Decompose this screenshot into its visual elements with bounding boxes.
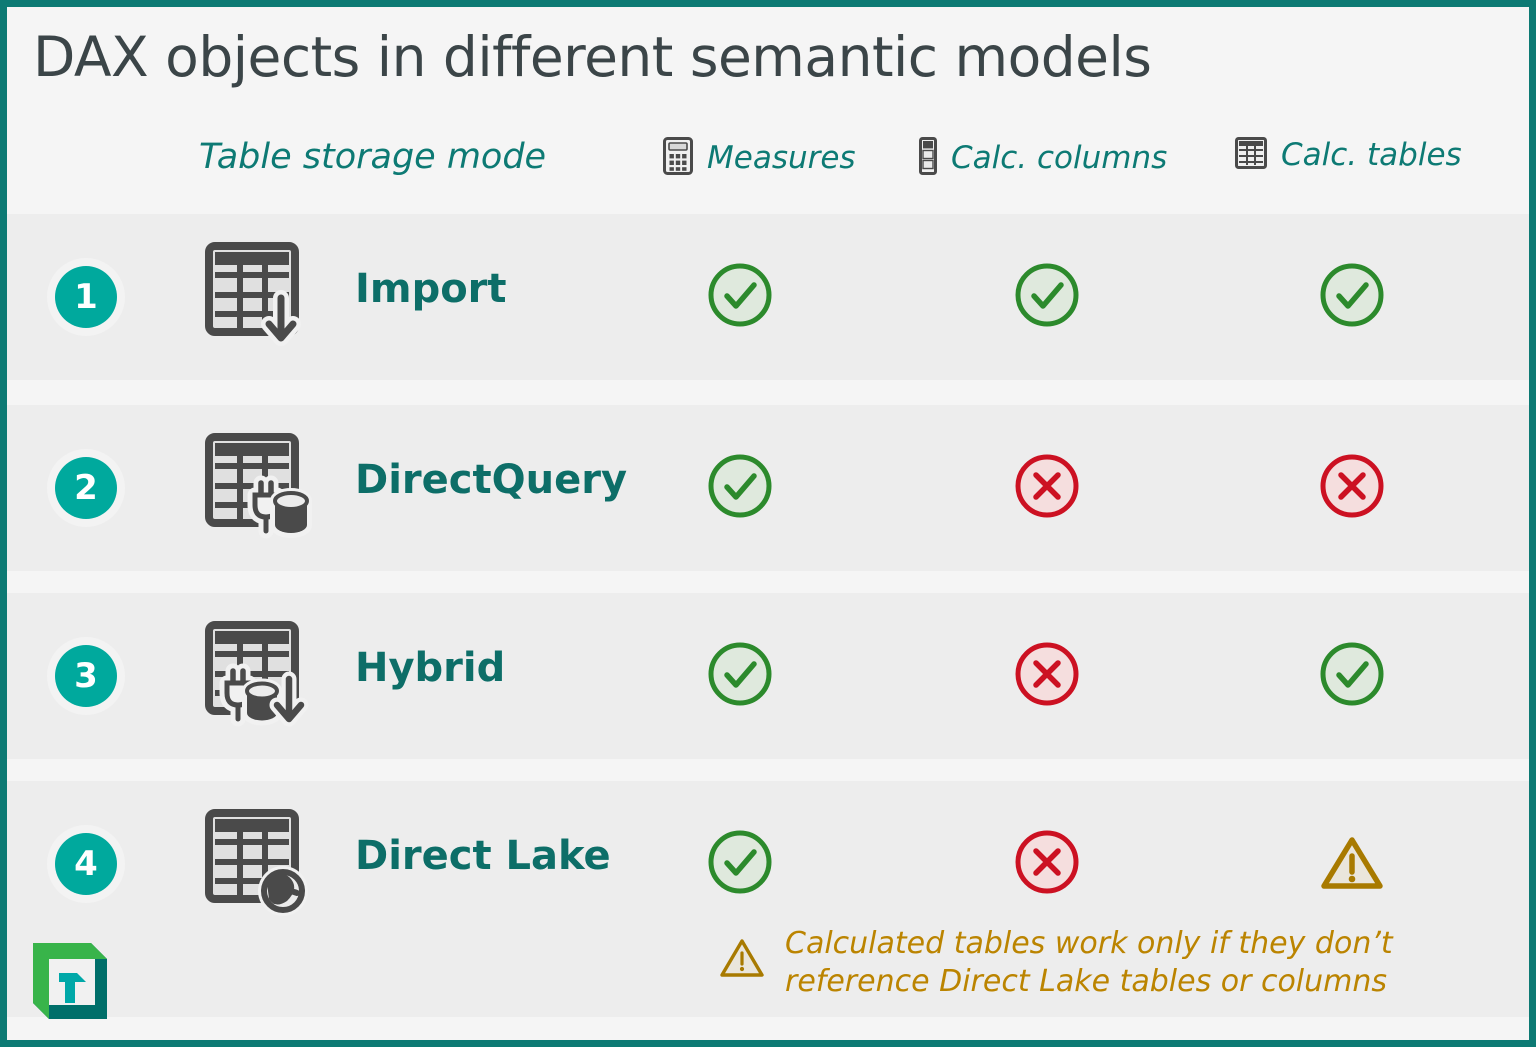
header-column-calc-columns: Calc. columns <box>919 137 1167 179</box>
tabular-editor-logo <box>29 939 111 1023</box>
row-number-badge: 4 <box>55 833 117 895</box>
table-download-icon <box>203 242 323 354</box>
column-icon <box>919 137 937 179</box>
status-badge <box>706 640 774 708</box>
status-badge <box>1013 828 1081 896</box>
header-column-label: Measures <box>707 140 856 176</box>
table-lake-icon <box>203 809 323 921</box>
status-badge <box>706 261 774 329</box>
status-badge <box>1013 452 1081 520</box>
mode-label: DirectQuery <box>355 457 628 503</box>
row-number-badge: 2 <box>55 457 117 519</box>
header-column-label: Calc. columns <box>951 140 1168 176</box>
row-number-badge: 3 <box>55 645 117 707</box>
header-column-measures: Measures <box>663 137 856 179</box>
status-badge <box>706 452 774 520</box>
table-row: 2 <box>7 405 1529 571</box>
header-table-storage-mode: Table storage mode <box>199 137 547 177</box>
header-column-calc-tables: Calc. tables <box>1235 137 1462 173</box>
table-row: 1 Import <box>7 214 1529 380</box>
mode-label: Hybrid <box>355 645 506 691</box>
table-plug-database-icon <box>203 433 323 545</box>
status-badge-warning <box>1318 828 1386 896</box>
status-badge <box>1013 261 1081 329</box>
status-badge <box>1318 452 1386 520</box>
table-plug-database-download-icon <box>203 621 323 733</box>
status-badge <box>706 828 774 896</box>
mode-label: Import <box>355 266 507 312</box>
status-badge <box>1318 640 1386 708</box>
mode-label: Direct Lake <box>355 833 611 879</box>
calculator-icon <box>663 137 693 179</box>
status-badge <box>1318 261 1386 329</box>
warning-triangle-icon <box>719 937 765 979</box>
row-number-badge: 1 <box>55 266 117 328</box>
table-row: 4 Direct Lake <box>7 781 1529 1017</box>
header-column-label: Calc. tables <box>1281 137 1462 173</box>
footnote-text: Calculated tables work only if they don’… <box>785 926 1393 1000</box>
table-row: 3 <box>7 593 1529 759</box>
footnote: Calculated tables work only if they don’… <box>719 925 1393 1002</box>
status-badge <box>1013 640 1081 708</box>
page-title: DAX objects in different semantic models <box>33 25 1152 89</box>
table-grid-icon <box>1235 137 1267 173</box>
header-row: Table storage mode Measures <box>7 131 1529 203</box>
